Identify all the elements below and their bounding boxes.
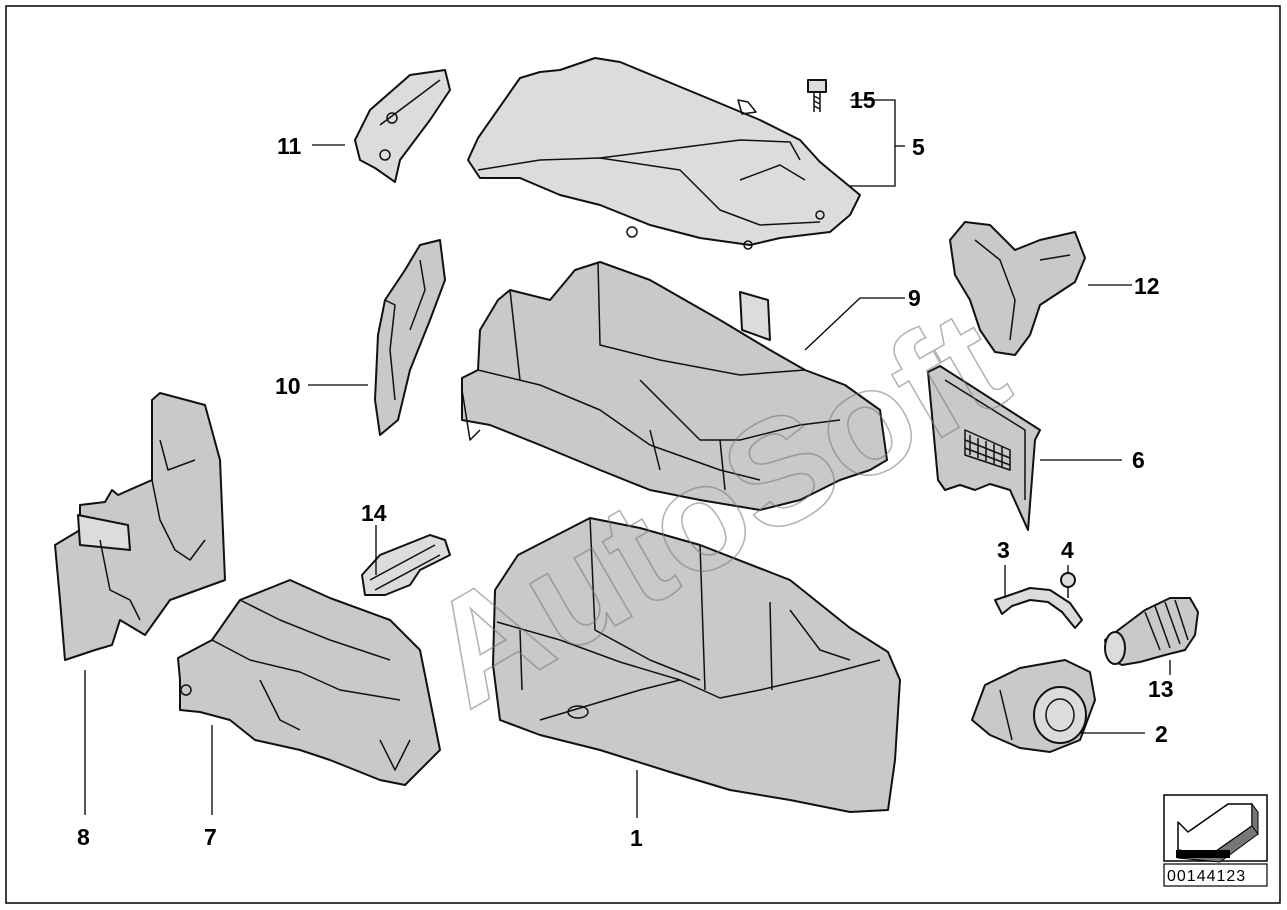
part-11-bracket bbox=[354, 69, 451, 183]
callout-5: 5 bbox=[912, 134, 925, 160]
part-9-upper-housing bbox=[461, 261, 888, 511]
diagram-border bbox=[5, 5, 1281, 904]
vent-grille bbox=[964, 429, 1011, 471]
callout-9: 9 bbox=[908, 285, 921, 311]
part-10-bracket bbox=[374, 239, 446, 436]
part-2-sensor bbox=[971, 659, 1096, 753]
part-14-clip bbox=[361, 534, 451, 596]
part-8-side-bracket bbox=[54, 392, 226, 661]
corner-symbol bbox=[1163, 794, 1268, 863]
callout-14: 14 bbox=[361, 500, 387, 526]
callout-12: 12 bbox=[1134, 273, 1160, 299]
arrow-down-left-icon bbox=[1176, 802, 1259, 863]
part-13-hose bbox=[1104, 597, 1199, 666]
part-3-clamp bbox=[994, 587, 1083, 629]
callout-4: 4 bbox=[1061, 537, 1074, 563]
callout-6: 6 bbox=[1132, 447, 1145, 473]
part-12-duct bbox=[949, 221, 1086, 356]
part-7-tray bbox=[177, 579, 441, 786]
callout-11: 11 bbox=[277, 133, 302, 159]
callout-8: 8 bbox=[77, 824, 90, 850]
callout-13: 13 bbox=[1148, 676, 1174, 702]
document-number: 00144123 bbox=[1167, 868, 1246, 885]
document-number-box bbox=[1163, 863, 1268, 887]
callout-1: 1 bbox=[630, 825, 643, 851]
callout-7: 7 bbox=[204, 824, 217, 850]
callout-3: 3 bbox=[997, 537, 1010, 563]
part-5-cover bbox=[467, 57, 861, 250]
part-15-bolt bbox=[807, 79, 827, 112]
callout-10: 10 bbox=[275, 373, 301, 399]
part-4-screw bbox=[1060, 572, 1076, 598]
part-1-lower-housing bbox=[492, 517, 901, 813]
callouts: 1 2 3 4 5 6 7 8 9 10 11 12 13 14 15 bbox=[77, 87, 1174, 851]
part-6-panel bbox=[927, 365, 1041, 531]
leader-lines bbox=[84, 99, 1171, 818]
callout-2: 2 bbox=[1155, 721, 1168, 747]
callout-15: 15 bbox=[850, 87, 876, 113]
